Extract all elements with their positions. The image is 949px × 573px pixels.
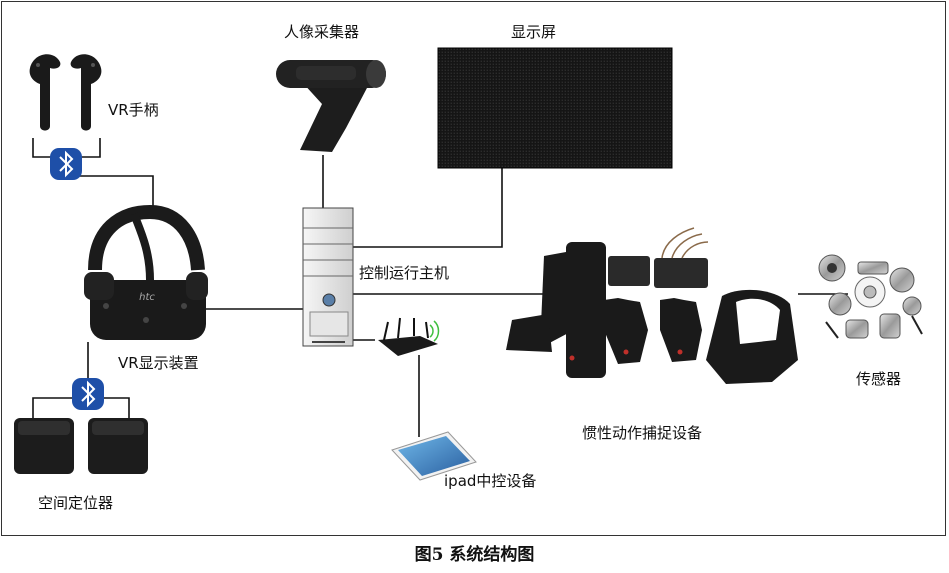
- label-mocap: 惯性动作捕捉设备: [582, 424, 703, 442]
- sensors-icon: [818, 254, 923, 339]
- camera-icon: [276, 60, 386, 152]
- label-vr-headset: VR显示装置: [118, 354, 199, 372]
- ipad-icon: [391, 431, 477, 481]
- label-vr-controller: VR手柄: [108, 101, 159, 119]
- label-host: 控制运行主机: [359, 264, 450, 282]
- diagram-frame: [1, 1, 946, 536]
- headset-brand: htc: [139, 292, 155, 303]
- figure-caption: 图5 系统结构图: [414, 545, 535, 565]
- spatial-locator-icon: [14, 418, 148, 474]
- bluetooth-icon: [72, 378, 104, 410]
- vr-controller-icon: [29, 54, 102, 131]
- link-screen-host: [352, 165, 503, 248]
- label-camera: 人像采集器: [284, 23, 360, 41]
- motion-capture-icon: [506, 227, 798, 384]
- label-display-screen: 显示屏: [511, 23, 557, 41]
- link-bluetooth-headset: [66, 175, 154, 212]
- label-ipad: ipad中控设备: [444, 472, 537, 490]
- vr-headset-icon: htc: [84, 204, 208, 340]
- router-icon: [378, 317, 440, 356]
- led-screen-icon: [437, 47, 673, 169]
- host-computer-icon: [302, 207, 354, 347]
- label-spatial-locator: 空间定位器: [38, 494, 114, 512]
- label-sensors: 传感器: [856, 370, 902, 388]
- bluetooth-icon: [50, 148, 82, 180]
